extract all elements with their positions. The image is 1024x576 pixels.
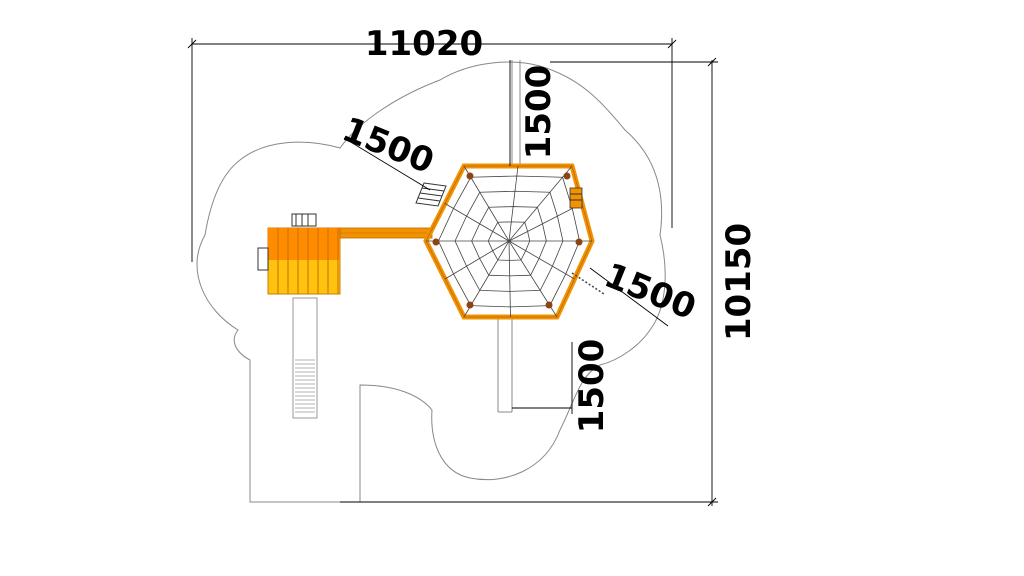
- frame-posts: [432, 172, 583, 309]
- dimension-depth: 10150: [340, 57, 759, 507]
- left-diagonal-label: 1500: [337, 110, 440, 183]
- tower-roof: [268, 228, 340, 260]
- bottom-clearance-label: 1500: [572, 339, 612, 434]
- dimension-top-clearance: 1500: [509, 60, 559, 166]
- dimension-width: 11020: [187, 24, 677, 262]
- dimension-bottom-clearance: 1500: [512, 339, 612, 434]
- tower: [257, 213, 341, 295]
- bottom-chute: [497, 318, 513, 413]
- left-slide: [292, 297, 318, 419]
- width-label: 11020: [365, 24, 483, 64]
- ladder-left: [415, 182, 447, 207]
- top-chute: [511, 60, 521, 166]
- top-clearance-label: 1500: [519, 65, 559, 160]
- dimension-left-diagonal: 1500: [337, 110, 440, 191]
- hexagon-net-frame: [415, 163, 605, 320]
- right-diagonal-label: 1500: [599, 256, 702, 329]
- dimension-right-diagonal: 1500: [589, 256, 702, 329]
- bridge: [339, 227, 433, 239]
- safety-zone-outline: [196, 61, 666, 503]
- depth-label: 10150: [719, 223, 759, 341]
- ladder-right: [569, 187, 583, 209]
